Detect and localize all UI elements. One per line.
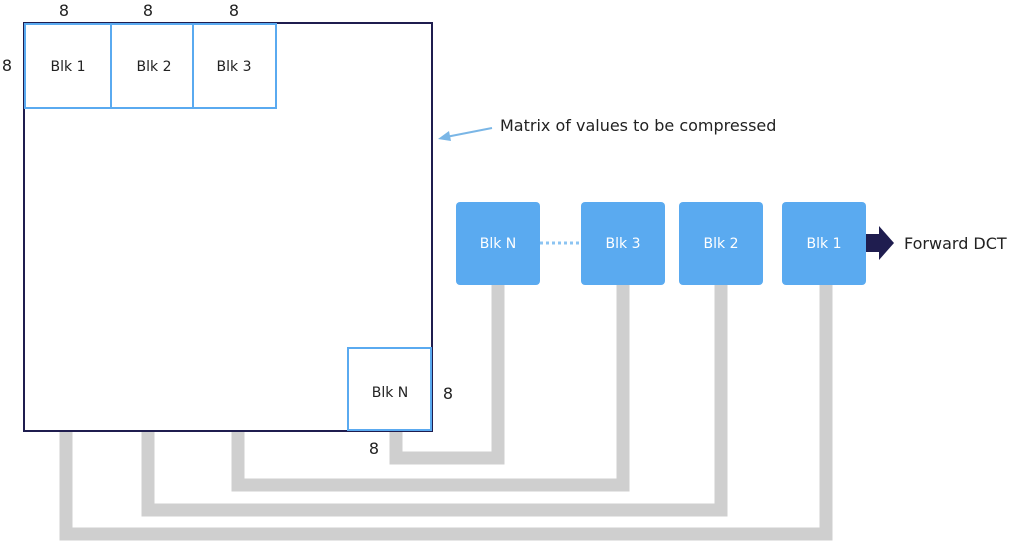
queue-block-1 xyxy=(782,202,866,285)
matrix-block-3 xyxy=(192,23,277,109)
forward-dct-label: Forward DCT xyxy=(904,234,1007,253)
queue-block-1-label: Blk 1 xyxy=(807,236,842,252)
matrix-block-n-label: Blk N xyxy=(372,385,409,401)
annotation-text: Matrix of values to be compressed xyxy=(500,116,776,135)
dim-top-3: 8 xyxy=(229,1,239,20)
matrix-block-2-label: Blk 2 xyxy=(137,59,172,75)
queue-block-n-label: Blk N xyxy=(480,236,517,252)
queue-block-labels: Blk N Blk 3 Blk 2 Blk 1 xyxy=(480,236,842,252)
queue-blocks xyxy=(456,202,866,285)
matrix-block-n xyxy=(347,347,432,431)
matrix-block-labels: Blk 1 Blk 2 Blk 3 Blk N xyxy=(51,59,409,401)
matrix-block-1 xyxy=(24,23,112,109)
matrix-annotation: Matrix of values to be compressed xyxy=(438,116,776,141)
dim-blk-n-bottom: 8 xyxy=(369,439,379,458)
queue-block-2-label: Blk 2 xyxy=(704,236,739,252)
pipe-blk-n xyxy=(389,285,505,465)
dim-top-1: 8 xyxy=(59,1,69,20)
annotation-arrow-line xyxy=(445,127,493,138)
dim-blk-n-right: 8 xyxy=(443,384,453,403)
matrix-blocks xyxy=(24,23,432,431)
dim-left: 8 xyxy=(2,56,12,75)
forward-arrow-icon xyxy=(866,226,894,260)
queue-block-3-label: Blk 3 xyxy=(606,236,641,252)
queue-block-n xyxy=(456,202,540,285)
dim-top-2: 8 xyxy=(143,1,153,20)
matrix-block-3-label: Blk 3 xyxy=(217,59,252,75)
queue-block-3 xyxy=(581,202,665,285)
queue-block-2 xyxy=(679,202,763,285)
matrix-block-2 xyxy=(110,23,194,109)
matrix-block-1-label: Blk 1 xyxy=(51,59,86,75)
dimension-labels: 8 8 8 8 8 8 xyxy=(2,1,453,458)
annotation-arrowhead xyxy=(438,131,451,141)
